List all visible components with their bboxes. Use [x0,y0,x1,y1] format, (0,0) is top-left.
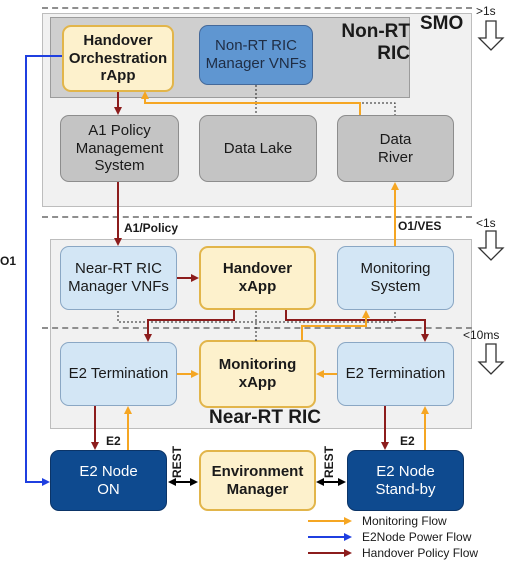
e2-node-standby: E2 Node Stand-by [347,450,464,511]
separator-1s [42,7,472,9]
separator-10ms [42,327,472,329]
rest-right-label: REST [322,445,336,478]
environment-manager: Environment Manager [199,450,316,511]
a1-policy-management-system: A1 Policy Management System [60,115,179,182]
data-river: Data River [337,115,454,182]
o1-ves-label: O1/VES [398,219,442,233]
data-lake: Data Lake [199,115,317,182]
legend-handover-policy-flow: Handover Policy Flow [362,546,479,560]
policy-flows [91,92,429,450]
management-lines [117,85,396,342]
e2-left-label: E2 [106,434,121,448]
monitoring-xapp: Monitoring xApp [199,340,316,408]
non-rt-ric-title: Non-RT RIC [341,21,410,64]
e2-right-label: E2 [400,434,415,448]
near-rt-ric-title: Near-RT RIC [209,407,321,428]
e2-node-on: E2 Node ON [50,450,167,511]
o1-flow-arrow [25,55,62,486]
a1-policy-label: A1/Policy [124,221,179,235]
timescale-lt1s: <1s [476,216,496,230]
monitoring-system: Monitoring System [337,246,454,310]
timescale-arrows [477,20,505,375]
e2-termination-left: E2 Termination [60,342,177,406]
rest-left-label: REST [170,445,184,478]
handover-orchestration-rapp: Handover Orchestration rApp [62,25,174,92]
legend-e2node-power-flow: E2Node Power Flow [362,530,472,544]
monitoring-flows [124,91,429,450]
legend-monitoring-flow: Monitoring Flow [362,514,447,528]
handover-xapp: Handover xApp [199,246,316,310]
timescale-lt10ms: <10ms [463,328,500,342]
o1-label: O1 [0,254,17,268]
separator-lt1s [42,216,472,218]
e2-termination-right: E2 Termination [337,342,454,406]
smo-title: SMO [420,13,464,34]
legend-lines [308,517,352,557]
non-rt-ric-manager-vnfs: Non-RT RIC Manager VNFs [199,25,313,85]
timescale-gt1s: >1s [476,4,496,18]
near-rt-ric-manager-vnfs: Near-RT RIC Manager VNFs [60,246,177,310]
